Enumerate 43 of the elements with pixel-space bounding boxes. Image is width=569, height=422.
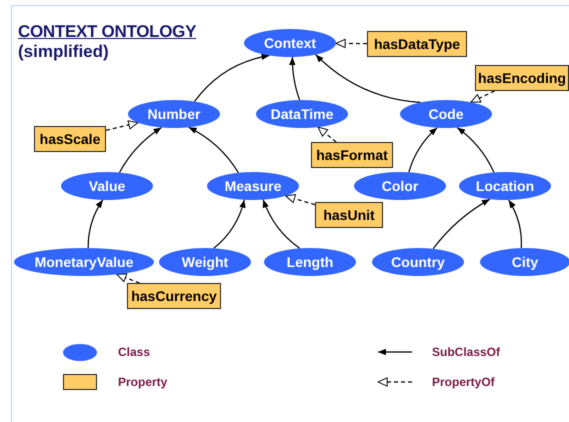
dashed-arrow xyxy=(106,120,138,131)
class-ellipse: Measure xyxy=(207,172,299,200)
arrow xyxy=(213,200,246,249)
dashed-arrow xyxy=(470,90,495,103)
dashed-arrow xyxy=(285,194,316,206)
class-ellipse: Weight xyxy=(159,248,251,276)
property-box: hasEncoding xyxy=(475,65,569,91)
arrow xyxy=(289,57,300,100)
class-ellipse: City xyxy=(480,248,569,276)
class-ellipse: Country xyxy=(372,248,464,276)
arrow xyxy=(408,127,438,172)
property-box: hasDataType xyxy=(367,31,467,57)
class-ellipse: Number xyxy=(128,100,220,128)
class-ellipse: Value xyxy=(61,172,153,200)
arrow xyxy=(508,200,522,248)
dashed-arrow xyxy=(318,126,336,142)
legend-label: PropertyOf xyxy=(432,375,495,389)
property-box: hasFormat xyxy=(311,142,393,168)
arrow xyxy=(118,127,162,173)
legend-label: Property xyxy=(118,375,168,389)
diagram-title: CONTEXT ONTOLOGY xyxy=(18,22,196,42)
legend-label: Class xyxy=(118,345,150,359)
arrow xyxy=(456,127,494,173)
arrow xyxy=(194,54,270,102)
class-ellipse: Location xyxy=(459,172,551,200)
arrow xyxy=(188,126,239,174)
class-ellipse: Context xyxy=(244,29,336,57)
property-box: hasScale xyxy=(34,126,106,152)
arrow xyxy=(88,200,104,248)
class-ellipse: Code xyxy=(400,100,492,128)
property-box: hasUnit xyxy=(315,202,383,228)
class-ellipse: DataTime xyxy=(256,100,348,128)
subtitle: (simplified) xyxy=(18,42,109,62)
class-ellipse: Color xyxy=(354,172,446,200)
arrow xyxy=(262,199,300,249)
property-box: hasCurrency xyxy=(127,283,221,309)
legend-label: SubClassOf xyxy=(432,345,500,359)
arrow xyxy=(315,54,420,103)
arrow xyxy=(432,198,490,250)
dashed-arrow xyxy=(116,273,140,284)
dashed-arrow xyxy=(336,38,367,48)
class-ellipse: MonetaryValue xyxy=(14,248,154,276)
class-ellipse: Length xyxy=(264,248,356,276)
